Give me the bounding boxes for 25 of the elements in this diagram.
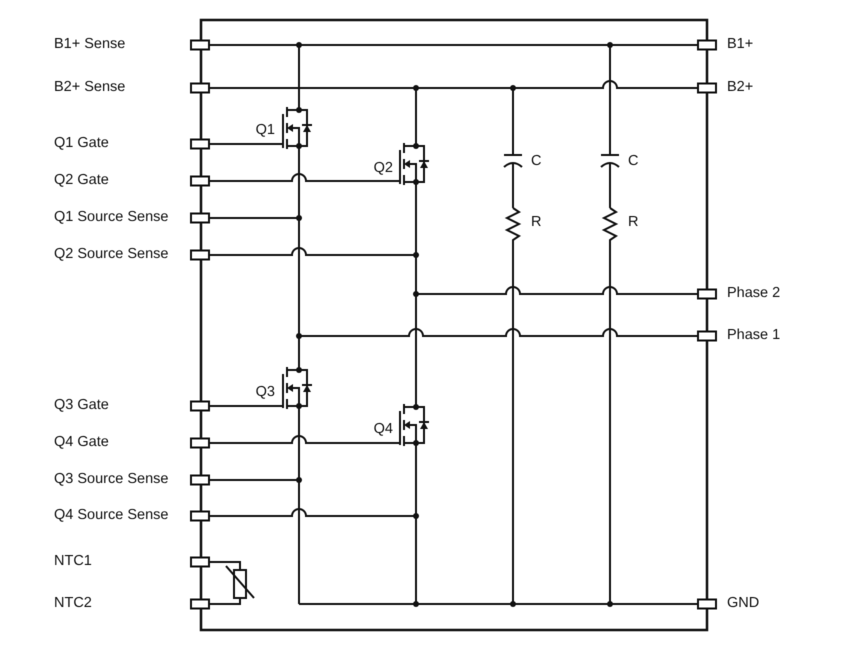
pin-label: Q4 Gate [54,435,109,451]
pin-label: Phase 1 [727,328,780,344]
transistor-label: Q3 [256,385,275,401]
pin-label: B1+ Sense [54,37,126,53]
transistor-label: Q1 [256,123,275,139]
transistor-label: Q2 [374,161,393,177]
pin-label: Phase 2 [727,286,780,302]
pin-label: B2+ Sense [54,80,126,96]
component-label: R [531,215,542,231]
component-label: R [628,215,638,231]
pin-label: Q3 Gate [54,398,109,414]
pin-label: Q2 Gate [54,173,109,189]
pin-label: NTC2 [54,596,92,612]
transistor-label: Q4 [374,422,393,438]
pin-label: Q1 Source Sense [54,210,168,226]
pin-label: GND [727,596,760,612]
pin-label: NTC1 [54,554,92,570]
pin-label: Q1 Gate [54,136,109,152]
pin-label: B2+ [727,80,754,96]
pin-label: Q2 Source Sense [54,247,168,263]
pin-label: Q3 Source Sense [54,472,168,488]
pin-label: Q4 Source Sense [54,508,168,524]
component-label: C [531,154,542,170]
pin-label: B1+ [727,37,754,53]
component-label: C [628,154,638,170]
